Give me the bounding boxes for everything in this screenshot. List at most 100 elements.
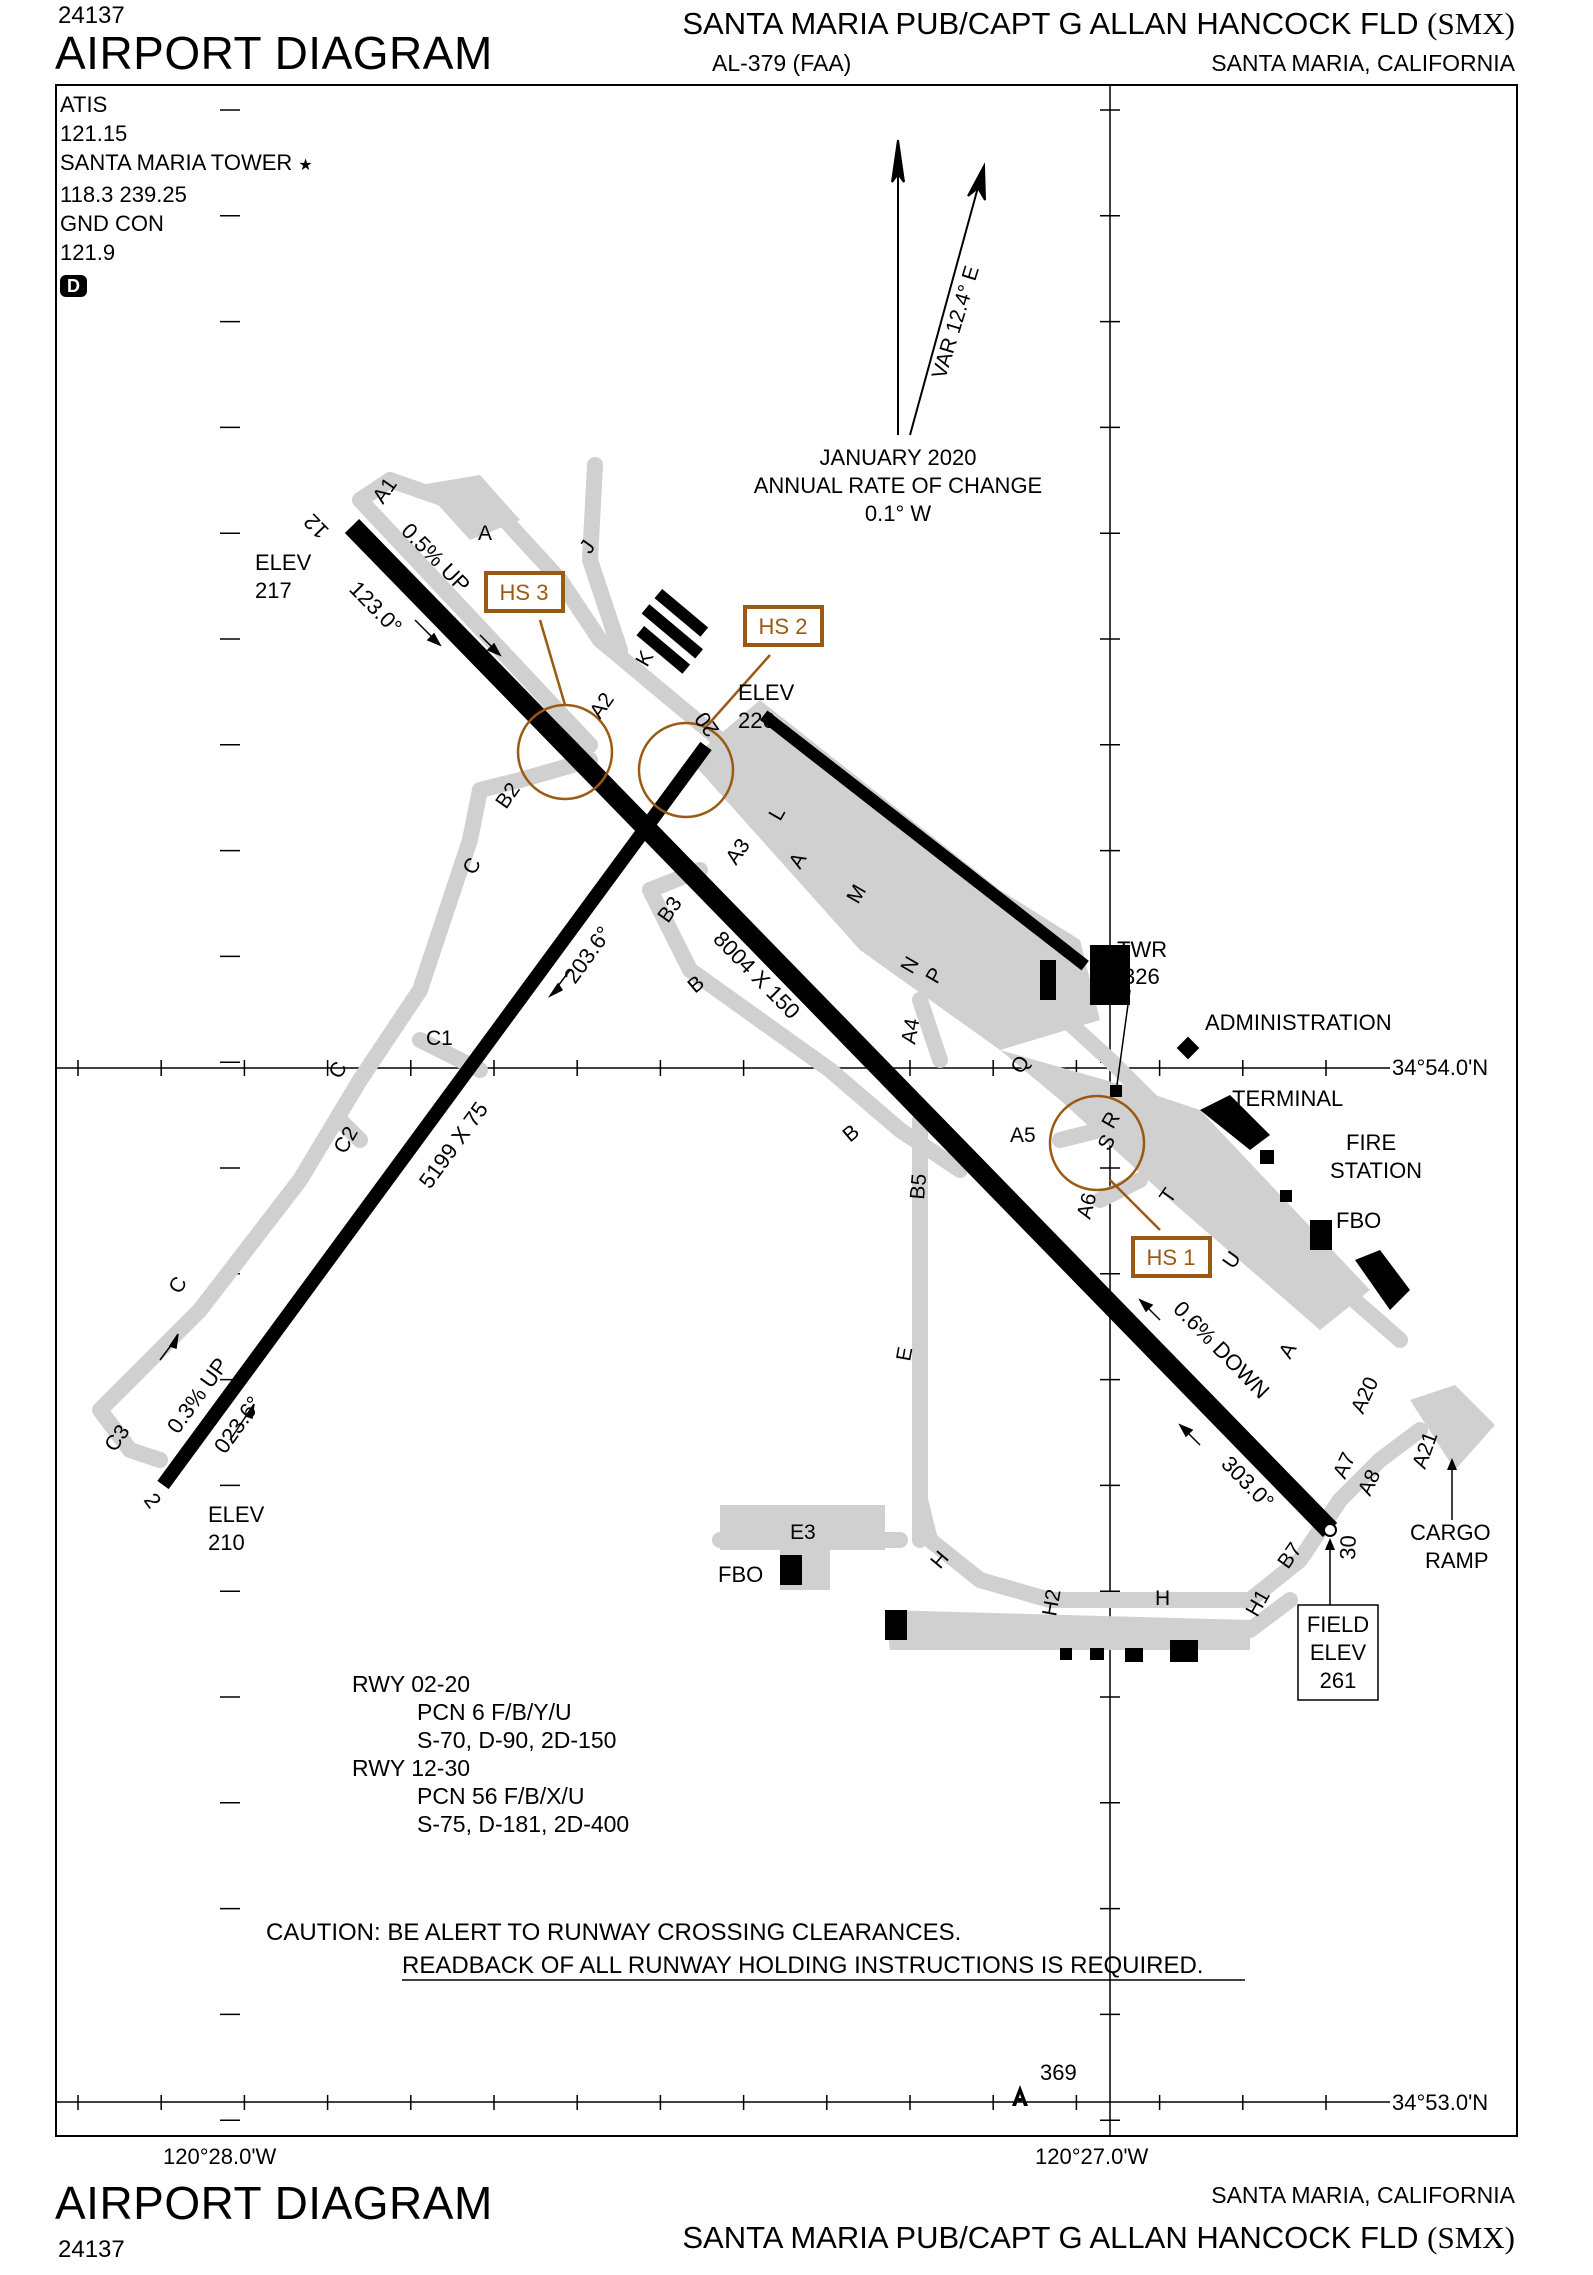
field-elev-arrowhead xyxy=(1325,1538,1335,1550)
variation-date: JANUARY 2020 xyxy=(820,445,977,470)
rwy1-weight: S-70, D-90, 2D-150 xyxy=(417,1727,617,1753)
ramp-north xyxy=(420,475,520,540)
rate-of-change-value: 0.1° W xyxy=(865,501,931,526)
airport-name-top: SANTA MARIA PUB/CAPT G ALLAN HANCOCK FLD… xyxy=(682,6,1515,42)
magnetic-north-arrowhead xyxy=(967,162,986,201)
city-state-bottom: SANTA MARIA, CALIFORNIA xyxy=(1211,2182,1515,2208)
latitude-bottom: 34°53.0'N xyxy=(1392,2090,1488,2115)
ground-label: GND CON xyxy=(60,211,164,236)
taxiway-label: B xyxy=(838,1120,864,1147)
taxiway-label: A20 xyxy=(1347,1374,1384,1418)
procedure-id: AL-379 (FAA) xyxy=(712,50,852,76)
hotspot-2-box xyxy=(743,605,824,647)
administration-label: ADMINISTRATION xyxy=(1205,1010,1392,1035)
caution-line-1: BE ALERT TO RUNWAY CROSSING CLEARANCES. xyxy=(387,1919,962,1946)
taxiway-b2 xyxy=(472,752,598,798)
ramp-south xyxy=(885,1610,1250,1650)
tower-leader xyxy=(1116,989,1131,1086)
hotspot-boxes: HS 3 HS 2 HS 1 xyxy=(484,571,1212,1278)
terminal-label: TERMINAL xyxy=(1232,1086,1343,1111)
atis-freq: 121.15 xyxy=(60,121,128,146)
hangar-row xyxy=(994,892,1089,971)
taxiway-label: H xyxy=(1155,1587,1170,1610)
taxiway-c xyxy=(92,782,488,1468)
fbo-east-label: FBO xyxy=(1336,1208,1381,1233)
hotspot-1-circle xyxy=(1048,1094,1146,1192)
runway-20-elev-label: ELEV xyxy=(738,680,795,705)
tower-name: SANTA MARIA TOWER xyxy=(60,150,293,175)
airport-id: (SMX) xyxy=(1427,6,1515,41)
caution-line-2: READBACK OF ALL RUNWAY HOLDING INSTRUCTI… xyxy=(402,1952,1204,1979)
field-elev-label-1: FIELD xyxy=(1307,1612,1369,1637)
hotspot-2-label: HS 2 xyxy=(759,614,808,639)
taxiway-c2 xyxy=(332,1112,368,1148)
magnetic-north-line xyxy=(909,179,981,436)
hangar-rows xyxy=(759,710,1089,971)
tower-freq: 118.3 239.25 xyxy=(60,182,187,207)
fire-station-label-1: FIRE xyxy=(1346,1130,1396,1155)
fbo-west-label: FBO xyxy=(718,1562,763,1587)
city-state-top: SANTA MARIA, CALIFORNIA xyxy=(1211,50,1515,76)
field-elev-value: 261 xyxy=(1320,1668,1357,1693)
runway-12-elev: 217 xyxy=(255,578,292,603)
star-icon: ★ xyxy=(298,157,313,174)
taxiway-label: C xyxy=(324,1058,352,1083)
taxiway-j xyxy=(582,457,628,658)
caution-note: CAUTION: BE ALERT TO RUNWAY CROSSING CLE… xyxy=(266,1916,1203,1982)
runway-end-30: 30 xyxy=(1335,1535,1361,1560)
chart-number-top: 24137 xyxy=(58,2,125,29)
taxiway-label: C xyxy=(164,1273,192,1298)
obstacle-symbol xyxy=(1012,2085,1028,2106)
taxiway-a1-a2 xyxy=(352,472,598,753)
field-elev-label-2: ELEV xyxy=(1310,1640,1367,1665)
taxiway-label: A xyxy=(1274,1339,1301,1363)
longitude-left: 120°28.0'W xyxy=(163,2144,277,2169)
rwy2-pcn: PCN 56 F/B/X/U xyxy=(417,1783,585,1809)
true-north-arrowhead xyxy=(891,139,905,183)
frequency-block: ATIS 121.15 SANTA MARIA TOWER ★ 118.3 23… xyxy=(60,90,313,299)
rwy1-pcn: PCN 6 F/B/Y/U xyxy=(417,1699,572,1725)
airport-name: SANTA MARIA PUB/CAPT G ALLAN HANCOCK FLD xyxy=(682,2220,1419,2255)
field-elevation-box xyxy=(1297,1604,1379,1701)
tower-elev: 326 xyxy=(1123,964,1160,989)
cargo-ramp-label-1: CARGO xyxy=(1410,1520,1491,1545)
airport-name-bottom: SANTA MARIA PUB/CAPT G ALLAN HANCOCK FLD… xyxy=(682,2220,1515,2256)
runway-end-02: 2 xyxy=(139,1488,166,1513)
tower-building xyxy=(1090,945,1130,1005)
runway-02-20-dims: 5199 X 75 xyxy=(414,1097,493,1193)
taxiway-label: A xyxy=(478,522,492,545)
taxiway-label: E xyxy=(892,1345,917,1363)
rwy2-weight: S-75, D-181, 2D-400 xyxy=(417,1811,630,1837)
hangar-east xyxy=(1355,1250,1410,1310)
tower-label: TWR xyxy=(1117,937,1167,962)
hotspot-3-label: HS 3 xyxy=(500,580,549,605)
cargo-arrowhead xyxy=(1447,1458,1457,1470)
taxiway-label: A4 xyxy=(897,1016,924,1046)
chart-number-bottom: 24137 xyxy=(58,2236,125,2263)
latitude-top: 34°54.0'N xyxy=(1392,1055,1488,1080)
buildings xyxy=(636,588,1410,1662)
taxiway-label: A2 xyxy=(585,689,619,723)
diagram-frame xyxy=(55,84,1518,2137)
hotspot-1-label: HS 1 xyxy=(1147,1245,1196,1270)
airport-name: SANTA MARIA PUB/CAPT G ALLAN HANCOCK FLD xyxy=(682,6,1419,41)
runway-20-elev: 226 xyxy=(738,708,775,733)
taxiway-a7-a8 xyxy=(1332,1422,1428,1508)
taxiway-a4 xyxy=(912,992,948,1068)
ramp-e3 xyxy=(720,1505,885,1550)
airport-id: (SMX) xyxy=(1427,2220,1515,2255)
runways xyxy=(157,519,1338,1537)
rate-of-change-label: ANNUAL RATE OF CHANGE xyxy=(754,473,1042,498)
ramp-cargo xyxy=(1410,1385,1495,1470)
terminal-building xyxy=(1200,1095,1270,1150)
ramp-hangars xyxy=(690,700,1100,1050)
obstacle-elev: 369 xyxy=(1040,2060,1077,2085)
fbo-east-building xyxy=(1310,1220,1332,1250)
north-arrows xyxy=(891,139,986,436)
magnetic-variation: VAR 12.4° E xyxy=(928,263,984,381)
hotspot-3-box xyxy=(484,571,565,613)
administration-building xyxy=(1176,1036,1200,1060)
hotspot-1-box xyxy=(1131,1236,1212,1278)
ground-freq: 121.9 xyxy=(60,240,116,265)
